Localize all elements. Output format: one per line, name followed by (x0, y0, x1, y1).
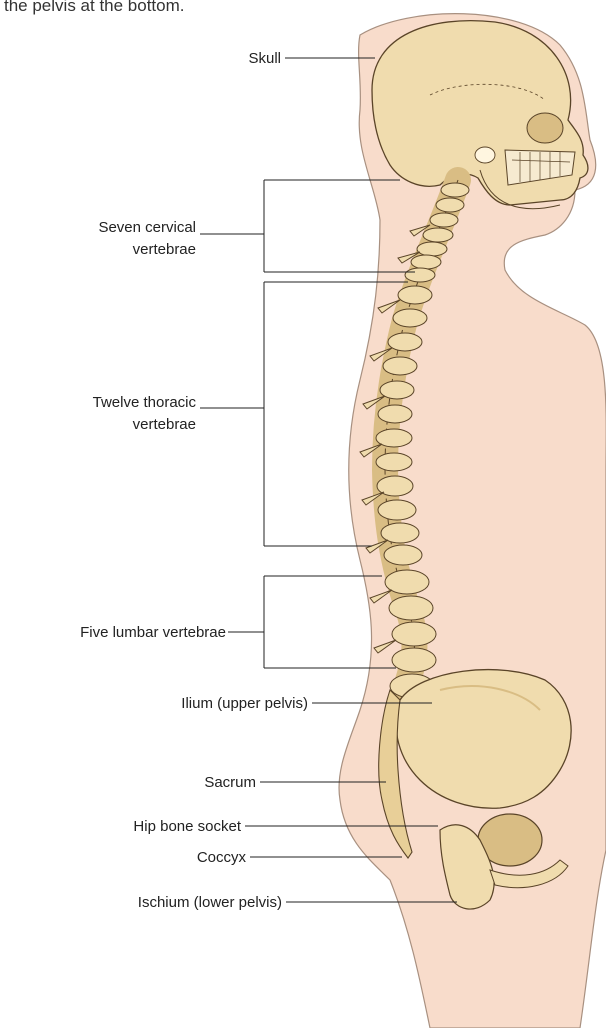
label-thoracic-line2: vertebrae (133, 416, 196, 433)
label-coccyx: Coccyx (197, 849, 247, 866)
label-skull: Skull (248, 50, 281, 67)
label-thoracic-line1: Twelve thoracic (93, 394, 197, 411)
label-cervical-line2: vertebrae (133, 241, 196, 258)
label-ilium: Ilium (upper pelvis) (181, 695, 308, 712)
label-cervical-line1: Seven cervical (98, 219, 196, 236)
label-lumbar: Five lumbar vertebrae (80, 624, 226, 641)
label-hip-socket: Hip bone socket (133, 818, 241, 835)
label-sacrum: Sacrum (204, 774, 256, 791)
label-ischium: Ischium (lower pelvis) (138, 894, 282, 911)
